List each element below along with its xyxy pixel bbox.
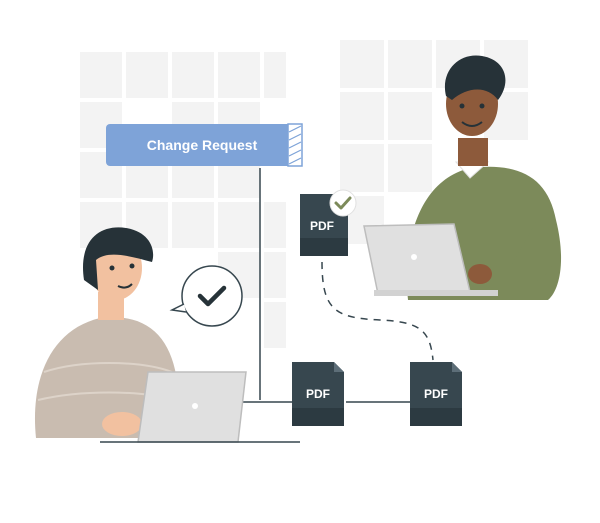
- check-icon: [334, 196, 352, 210]
- change-request-banner: Change Request: [106, 123, 303, 167]
- pdf-document-2: PDF: [292, 362, 344, 426]
- woman-laptop: [137, 371, 247, 443]
- pdf-label-2: PDF: [306, 387, 330, 401]
- connector-lines: [240, 168, 434, 403]
- doc-check-badge: [329, 189, 357, 217]
- man-laptop: [363, 223, 498, 296]
- pdf-label-3: PDF: [424, 387, 448, 401]
- check-icon: [197, 285, 227, 307]
- change-request-label: Change Request: [147, 137, 258, 153]
- pdf-label-1: PDF: [310, 219, 334, 233]
- background-grid-right: [340, 40, 528, 244]
- speech-bubble: [169, 265, 243, 327]
- pdf-document-approved: PDF: [300, 189, 357, 256]
- pdf-document-3: PDF: [410, 362, 462, 426]
